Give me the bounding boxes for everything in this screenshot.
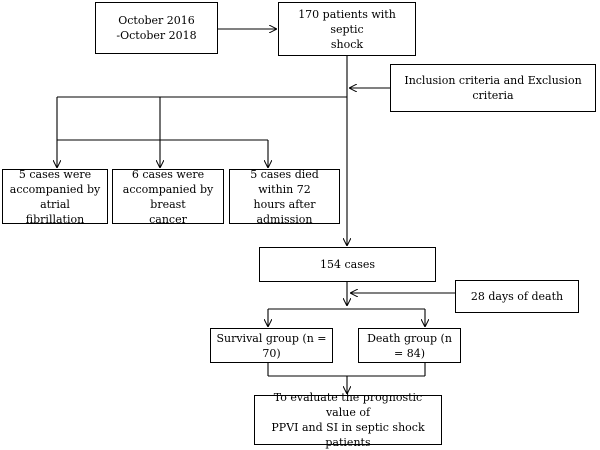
survival-group-box: Survival group (n = 70) bbox=[210, 328, 333, 363]
patients-text: 170 patients with septic shock bbox=[298, 7, 396, 51]
followup-box: 28 days of death bbox=[455, 280, 579, 313]
exclusion-box-breast-cancer: 6 cases were accompanied by breast cance… bbox=[112, 167, 224, 226]
criteria-box: Inclusion criteria and Exclusion criteri… bbox=[390, 64, 596, 112]
exclusion-text-atrial-fibrillation: 5 cases were accompanied by atrial fibri… bbox=[9, 167, 101, 226]
remaining-box: 154 cases bbox=[259, 247, 436, 282]
death-group-text: Death group (n = 84) bbox=[367, 331, 452, 360]
exclusion-text-breast-cancer: 6 cases were accompanied by breast cance… bbox=[122, 167, 214, 226]
remaining-text: 154 cases bbox=[319, 258, 375, 271]
period-box: October 2016 -October 2018 bbox=[95, 2, 218, 54]
exclusion-box-atrial-fibrillation: 5 cases were accompanied by atrial fibri… bbox=[2, 167, 108, 226]
followup-text: 28 days of death bbox=[470, 290, 564, 303]
patients-box: 170 patients with septic shock bbox=[278, 2, 416, 56]
period-text: October 2016 -October 2018 bbox=[116, 14, 197, 42]
survival-group-text: Survival group (n = 70) bbox=[216, 331, 327, 360]
objective-box: To evaluate the prognostic value of PPVI… bbox=[254, 391, 442, 449]
objective-text: To evaluate the prognostic value of PPVI… bbox=[271, 391, 425, 449]
death-group-box: Death group (n = 84) bbox=[358, 328, 461, 363]
criteria-text: Inclusion criteria and Exclusion criteri… bbox=[404, 74, 582, 102]
exclusion-text-early-death: 5 cases died within 72 hours after admis… bbox=[250, 167, 319, 226]
exclusion-box-early-death: 5 cases died within 72 hours after admis… bbox=[229, 167, 340, 226]
